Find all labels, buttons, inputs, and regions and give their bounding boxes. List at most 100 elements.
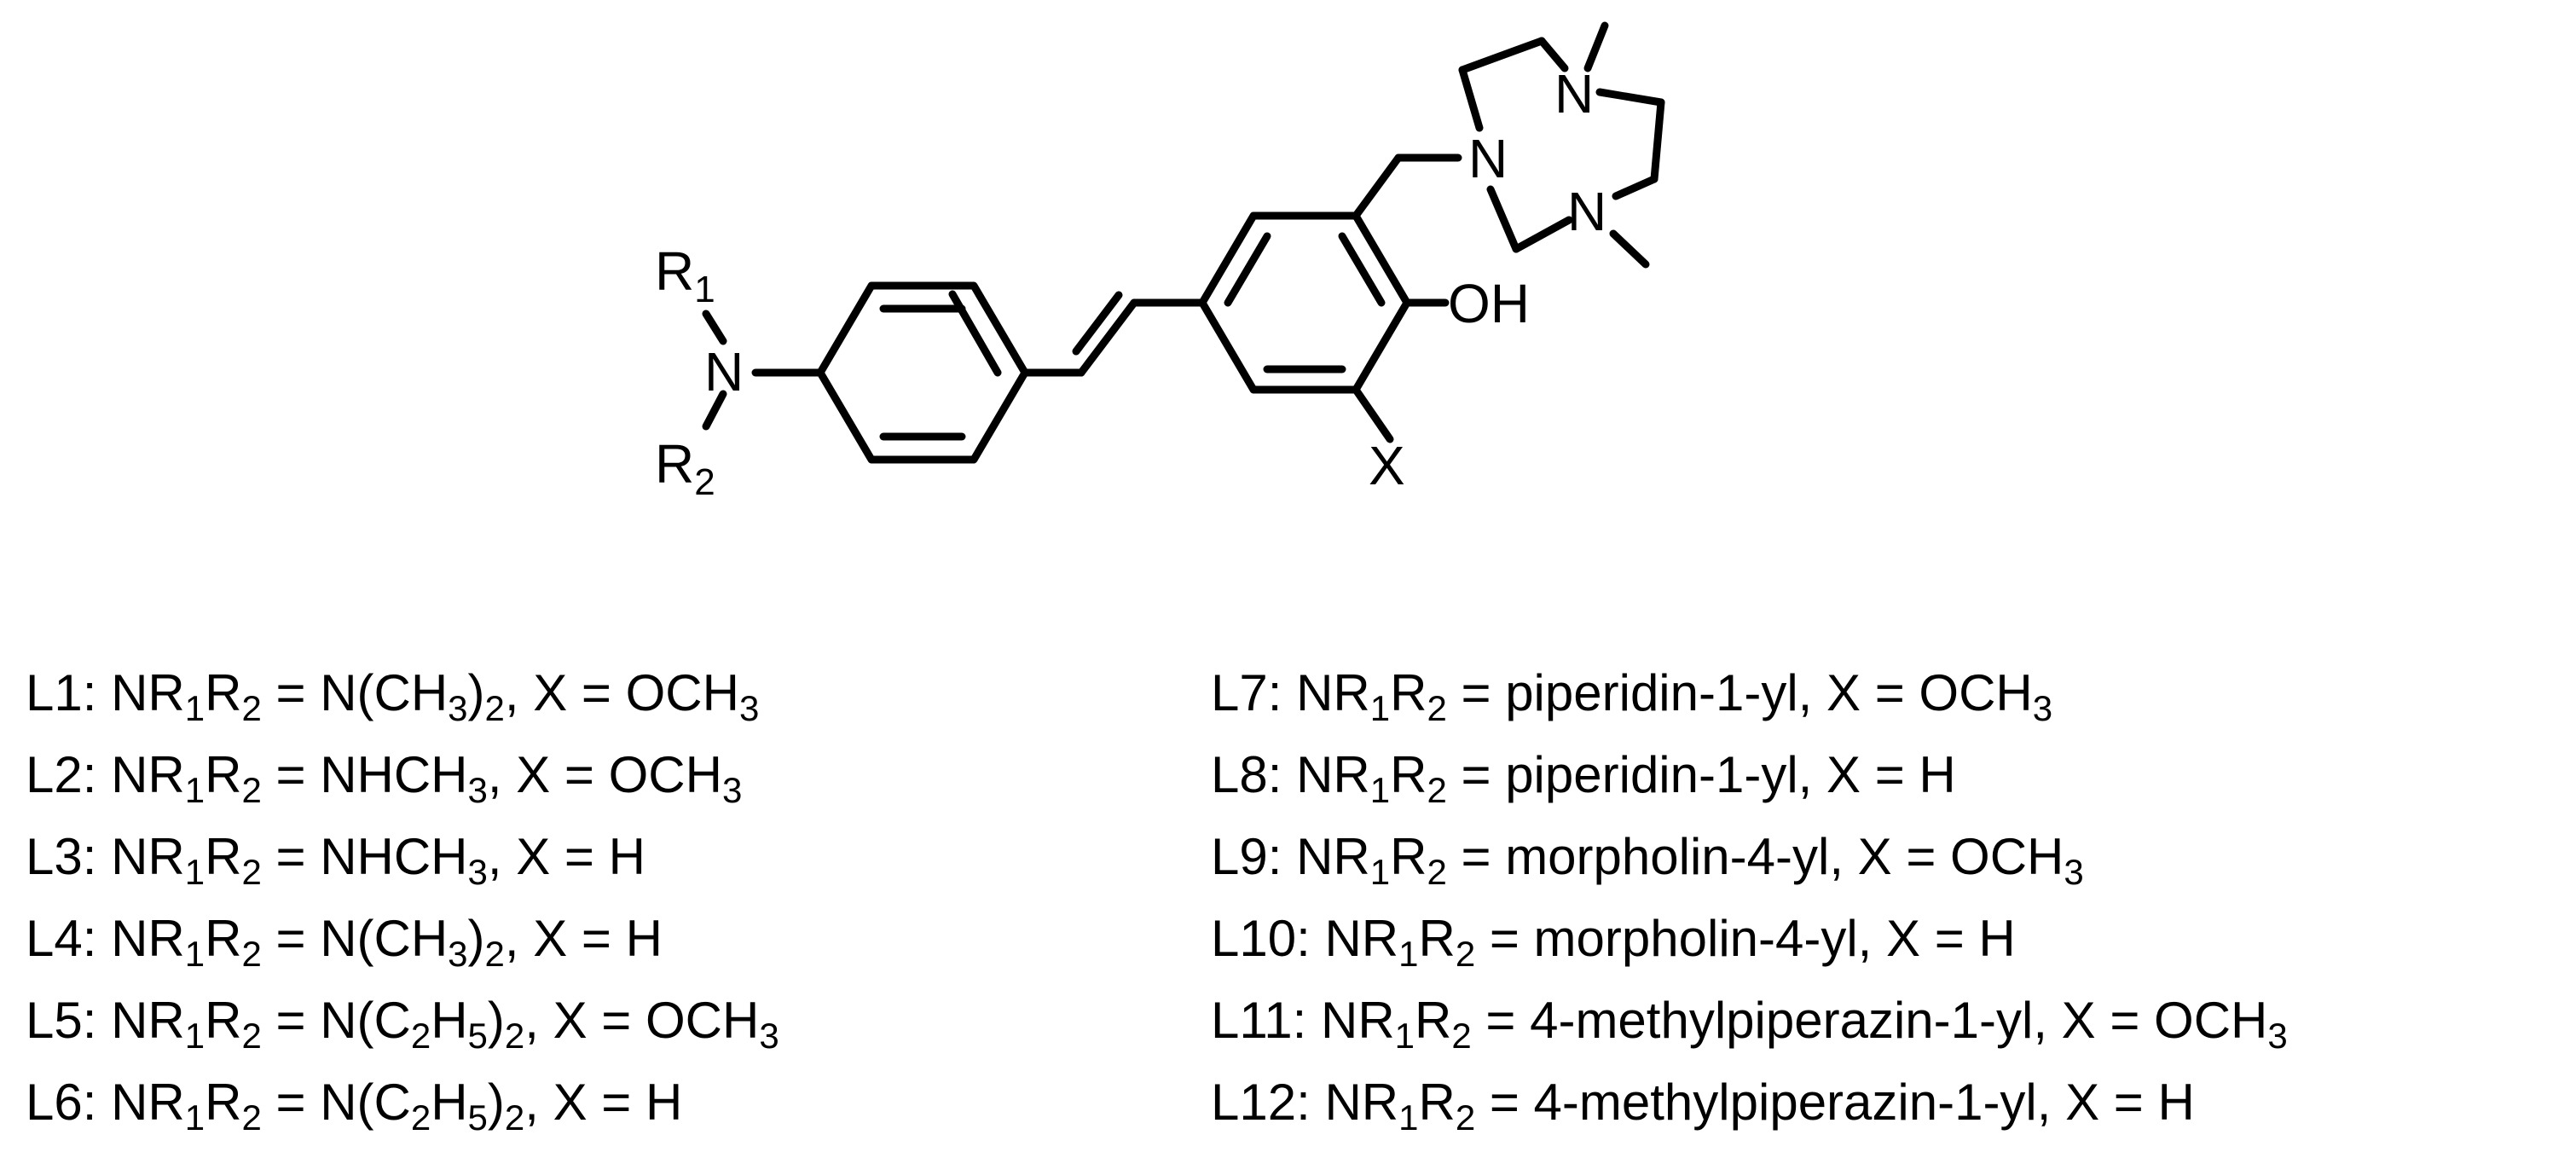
subscript: 1	[184, 769, 206, 810]
r1-label: R1	[655, 240, 715, 310]
text-segment: = N(CH	[261, 910, 449, 967]
text-segment: L3: NR	[26, 828, 185, 885]
text-segment: = piperidin-1-yl, X = H	[1446, 746, 1956, 803]
ligand-entry-l8: L8: NR1R2 = piperidin-1-yl, X = H	[1211, 734, 2288, 816]
subscript: 2	[1451, 1015, 1472, 1056]
phenol-ring	[1198, 211, 1411, 394]
text-segment: L2: NR	[26, 746, 185, 803]
text-segment: , X = H	[504, 910, 663, 967]
triazacyclononane-group: N N N	[1352, 21, 1665, 269]
subscript: 3	[467, 851, 488, 892]
text-segment: = 4-methylpiperazin-1-yl, X = OCH	[1471, 992, 2268, 1049]
subscript: 2	[1455, 933, 1476, 974]
subscript: 1	[1398, 933, 1419, 974]
left-benzene-ring	[816, 281, 1029, 464]
subscript: 2	[241, 1097, 262, 1138]
amine-group: R1 N R2	[655, 240, 825, 503]
ligand-entry-l7: L7: NR1R2 = piperidin-1-yl, X = OCH3	[1211, 652, 2288, 734]
subscript: 3	[448, 687, 468, 728]
text-segment: R	[1390, 746, 1427, 803]
subscript: 1	[1369, 851, 1391, 892]
text-segment: L1: NR	[26, 664, 185, 721]
subscript: 2	[1427, 687, 1447, 728]
text-segment: = NHCH	[261, 828, 468, 885]
subscript: 2	[241, 769, 262, 810]
text-segment: , X = H	[524, 1074, 683, 1131]
text-segment: = morpholin-4-yl, X = H	[1475, 910, 2016, 967]
text-segment: )	[487, 1074, 505, 1131]
subscript: 5	[467, 1097, 488, 1138]
hydroxyl-label: OH	[1448, 273, 1530, 334]
subscript: 1	[184, 1097, 206, 1138]
subscript: 1	[184, 687, 206, 728]
subscript: 2	[410, 1015, 431, 1056]
subscript: 2	[241, 933, 262, 974]
ligand-entry-l3: L3: NR1R2 = NHCH3, X = H	[26, 816, 779, 898]
subscript: 2	[484, 687, 505, 728]
phenol-substituents: OH X	[1352, 273, 1530, 496]
subscript: 2	[241, 851, 262, 892]
r2-label: R2	[655, 433, 715, 503]
text-segment: R	[205, 746, 242, 803]
text-segment: )	[467, 664, 485, 721]
text-segment: = NHCH	[261, 746, 468, 803]
subscript: 3	[721, 769, 743, 810]
bond-n-r2	[702, 390, 727, 431]
subscript: 3	[759, 1015, 779, 1056]
subscript: 3	[738, 687, 760, 728]
text-segment: R	[205, 910, 242, 967]
text-segment: L4: NR	[26, 910, 185, 967]
ligand-entry-l5: L5: NR1R2 = N(C2H5)2, X = OCH3	[26, 980, 779, 1062]
subscript: 3	[467, 769, 488, 810]
text-segment: , X = OCH	[487, 746, 722, 803]
ring-n3-label: N	[1567, 181, 1606, 242]
subscript: 2	[484, 933, 505, 974]
ligand-entry-l2: L2: NR1R2 = NHCH3, X = OCH3	[26, 734, 779, 816]
text-segment: , X = OCH	[524, 992, 760, 1049]
text-segment: = N(C	[261, 1074, 411, 1131]
vinyl-linker	[1021, 291, 1207, 377]
ring-n2-label: N	[1554, 63, 1594, 124]
ligand-entry-l9: L9: NR1R2 = morpholin-4-yl, X = OCH3	[1211, 816, 2288, 898]
text-segment: L5: NR	[26, 992, 185, 1049]
subscript: 1	[1394, 1015, 1415, 1056]
text-segment: R	[205, 828, 242, 885]
subscript: 2	[1455, 1097, 1476, 1138]
text-segment: L6: NR	[26, 1074, 185, 1131]
text-segment: L12: NR	[1211, 1074, 1399, 1131]
text-segment: L7: NR	[1211, 664, 1370, 721]
ligand-entry-l4: L4: NR1R2 = N(CH3)2, X = H	[26, 898, 779, 980]
subscript: 2	[1427, 769, 1447, 810]
text-segment: = N(CH	[261, 664, 449, 721]
text-segment: L9: NR	[1211, 828, 1370, 885]
bond-n-r1	[702, 310, 727, 345]
subscript: 1	[1398, 1097, 1419, 1138]
subscript: 1	[1369, 687, 1391, 728]
text-segment: H	[431, 1074, 468, 1131]
ring-n1-label: N	[1468, 128, 1508, 189]
text-segment: H	[431, 992, 468, 1049]
text-segment: R	[1418, 1074, 1456, 1131]
ligand-entry-l11: L11: NR1R2 = 4-methylpiperazin-1-yl, X =…	[1211, 980, 2288, 1062]
text-segment: R	[1390, 664, 1427, 721]
subscript: 2	[504, 1015, 525, 1056]
text-segment: = morpholin-4-yl, X = OCH	[1446, 828, 2064, 885]
text-segment: R	[1390, 828, 1427, 885]
x-substituent-label: X	[1369, 435, 1405, 496]
ligand-entry-l12: L12: NR1R2 = 4-methylpiperazin-1-yl, X =…	[1211, 1062, 2288, 1144]
text-segment: R	[1418, 910, 1456, 967]
text-segment: = 4-methylpiperazin-1-yl, X = H	[1475, 1074, 2195, 1131]
subscript: 2	[504, 1097, 525, 1138]
text-segment: )	[467, 910, 485, 967]
subscript: 3	[448, 933, 468, 974]
subscript: 2	[410, 1097, 431, 1138]
subscript: 1	[184, 851, 206, 892]
subscript: 2	[241, 1015, 262, 1056]
subscript: 3	[2064, 851, 2084, 892]
text-segment: , X = OCH	[504, 664, 739, 721]
subscript: 3	[2032, 687, 2053, 728]
text-segment: , X = H	[487, 828, 645, 885]
subscript: 2	[241, 687, 262, 728]
